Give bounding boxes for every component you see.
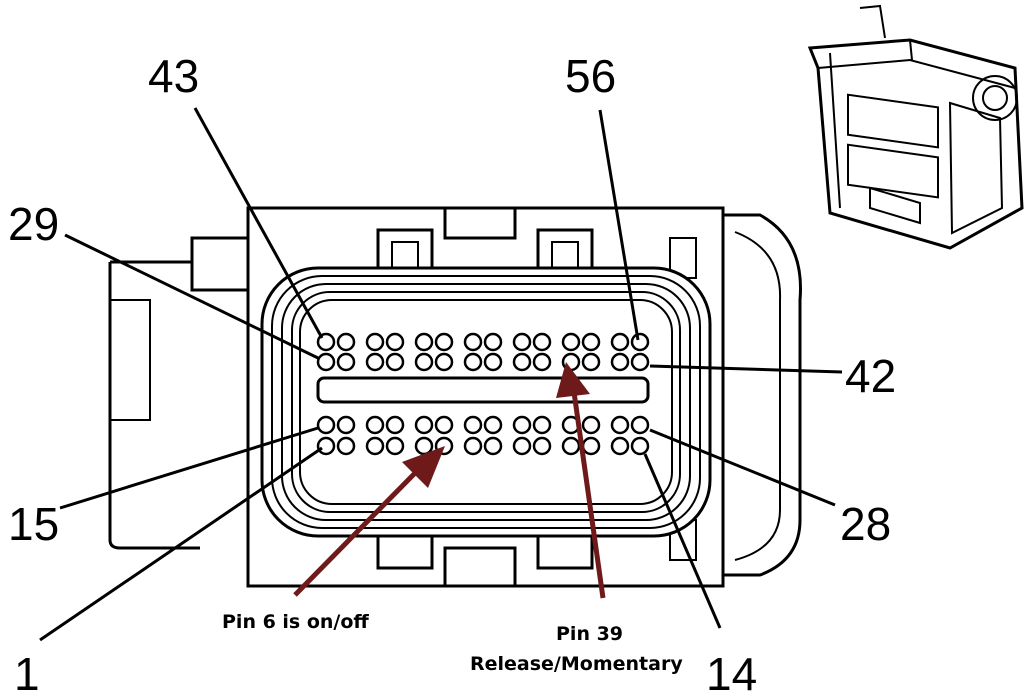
pin-cavity	[561, 332, 581, 352]
pin-cavity	[414, 436, 434, 456]
pin-cavity	[512, 415, 532, 435]
pin-number-labels: 43 56 29 42 15 28 1 14	[8, 50, 896, 698]
pin-cavity	[581, 352, 601, 372]
pin-cavity	[365, 436, 385, 456]
label-pin-42: 42	[845, 350, 896, 402]
pin-cavity	[512, 332, 532, 352]
leader-56	[598, 109, 640, 341]
pin-rows-top	[316, 332, 650, 372]
annotation-arrows	[293, 362, 606, 599]
pin-cavity	[610, 352, 630, 372]
leader-29	[64, 233, 319, 360]
leader-28	[649, 428, 836, 507]
pin-cavity	[483, 415, 503, 435]
note-pin-39-function: Release/Momentary	[470, 653, 683, 675]
note-pin-39-title: Pin 39	[556, 623, 623, 645]
pin-cavity	[365, 332, 385, 352]
pin-cavity	[581, 332, 601, 352]
pin-cavity	[630, 352, 650, 372]
pin-cavity	[336, 415, 356, 435]
leader-lines	[39, 107, 843, 642]
pin-cavity	[414, 352, 434, 372]
pin-cavity	[581, 436, 601, 456]
pin-cavity	[316, 436, 336, 456]
pin-cavity	[336, 332, 356, 352]
pin-cavity	[365, 415, 385, 435]
pin-cavity	[463, 415, 483, 435]
note-pin-6: Pin 6 is on/off	[222, 611, 369, 633]
pin-cavity	[385, 332, 405, 352]
pin-cavity	[581, 415, 601, 435]
label-pin-15: 15	[8, 498, 59, 550]
pin-cavity	[336, 436, 356, 456]
pin-cavity	[385, 436, 405, 456]
label-pin-1: 1	[14, 648, 40, 698]
pin-cavity	[532, 332, 552, 352]
pin-cavity	[434, 332, 454, 352]
pin-cavity	[610, 436, 630, 456]
arrow-pin-39-head	[556, 362, 590, 398]
leader-43	[193, 107, 324, 339]
pin-cavity	[463, 332, 483, 352]
pin-cavity	[532, 415, 552, 435]
pin-cavity	[561, 436, 581, 456]
pin-cavity	[434, 415, 454, 435]
pin-cavity	[463, 436, 483, 456]
pin-face	[260, 266, 712, 538]
pin-cavity	[385, 352, 405, 372]
pin-cavity	[532, 352, 552, 372]
pin-cavity	[434, 352, 454, 372]
pin-cavity	[336, 352, 356, 372]
pin-cavity	[610, 332, 630, 352]
pin-cavity	[532, 436, 552, 456]
connector-thumbnail	[807, 4, 1024, 250]
pin-cavity	[316, 415, 336, 435]
pin-cavity	[365, 352, 385, 372]
arrow-pin-39	[571, 391, 606, 599]
arrow-pin-6	[293, 466, 422, 597]
pin-rows-bottom	[316, 415, 650, 456]
arrow-pin-6-head	[402, 446, 445, 488]
leader-15	[59, 426, 319, 510]
label-pin-29: 29	[8, 198, 59, 250]
pin-cavity	[630, 436, 650, 456]
pin-cavity	[483, 352, 503, 372]
pin-cavity	[483, 332, 503, 352]
label-pin-28: 28	[840, 498, 891, 550]
leader-42	[649, 364, 843, 374]
pin-cavity	[610, 415, 630, 435]
annotation-text: Pin 6 is on/off Pin 39 Release/Momentary	[222, 611, 683, 675]
pin-cavity	[414, 415, 434, 435]
label-pin-56: 56	[565, 50, 616, 102]
pin-cavity	[512, 436, 532, 456]
pin-cavity	[630, 415, 650, 435]
pin-cavity	[414, 332, 434, 352]
pin-cavity	[463, 352, 483, 372]
leader-1	[39, 446, 323, 642]
pin-cavity	[630, 332, 650, 352]
pin-cavity	[385, 415, 405, 435]
label-pin-14: 14	[706, 648, 757, 698]
pin-cavity	[316, 352, 336, 372]
label-pin-43: 43	[148, 50, 199, 102]
pin-cavity	[512, 352, 532, 372]
pin-cavity	[483, 436, 503, 456]
leader-14	[643, 453, 722, 629]
